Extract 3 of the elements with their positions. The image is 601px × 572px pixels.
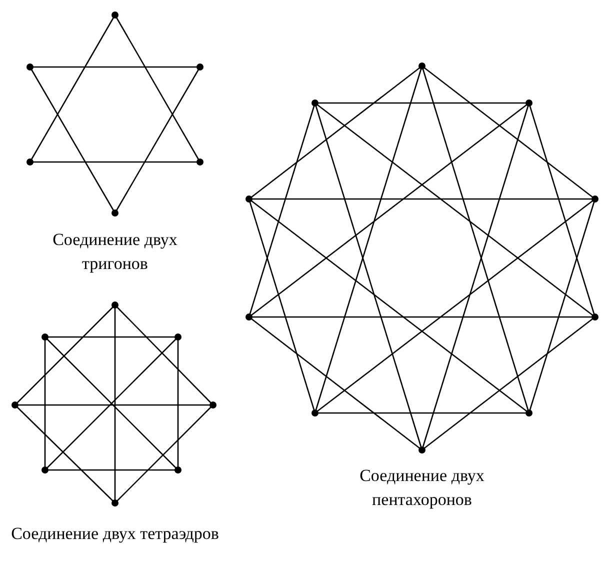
caption-text: Соединение двух пентахоронов	[358, 465, 486, 511]
caption-text: Соединение двух тетраэдров	[10, 523, 220, 545]
caption-text: Соединение двух тригонов	[52, 229, 178, 275]
